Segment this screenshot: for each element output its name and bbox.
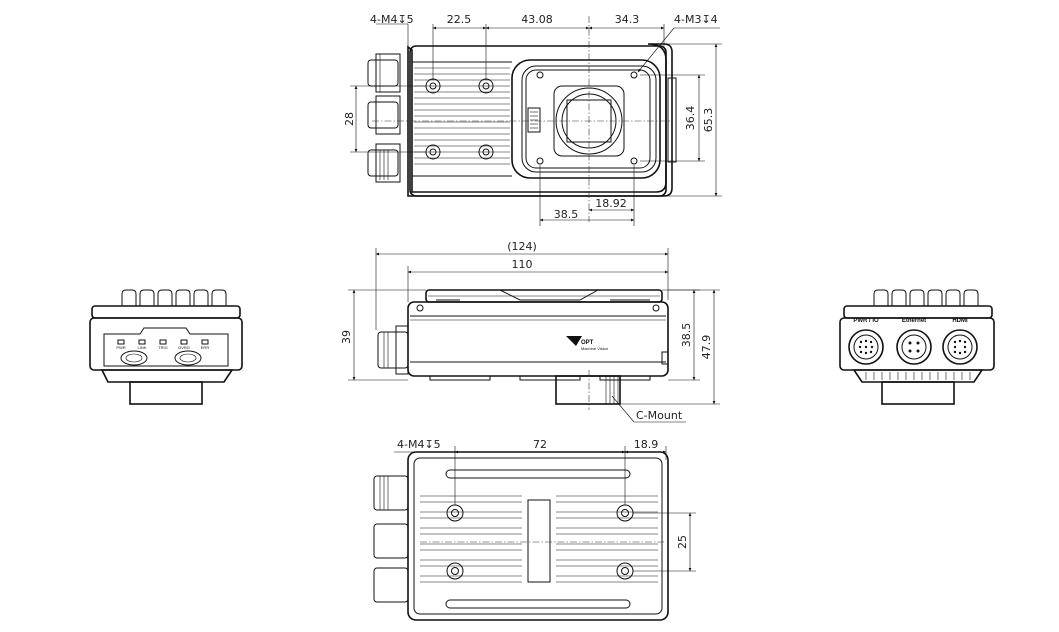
dim-25: 25	[676, 535, 689, 549]
logo-sub: Machine Vision	[581, 346, 608, 351]
dim-18-92: 18.92	[595, 197, 627, 210]
top-view-dimensions: 22.5 43.08 34.3 4-M4↧5 4-M3↧4 28 36.4	[343, 13, 722, 226]
dim-36-4: 36.4	[684, 106, 697, 131]
dim-39: 39	[340, 330, 353, 344]
hole-callout-m3-top: 4-M3↧4	[674, 13, 718, 26]
port-label-pwr-io: PWR / IO	[853, 318, 879, 324]
dim-110: 110	[512, 258, 533, 271]
dim-38-5-top: 38.5	[554, 208, 579, 221]
front-view: PWR / IO Ethernet HDMI	[839, 289, 995, 405]
dim-34-3: 34.3	[615, 13, 640, 26]
top-view-body	[407, 43, 673, 197]
port-hdmi	[942, 329, 978, 365]
port-label-hdmi: HDMI	[952, 318, 968, 324]
dim-43-08: 43.08	[521, 13, 553, 26]
opt-logo: OPT Machine Vision	[566, 336, 608, 351]
dim-38-5-side: 38.5	[680, 323, 693, 348]
hole-callout-m4-top: 4-M4↧5	[370, 13, 414, 26]
top-view-front-plate	[511, 59, 661, 179]
dim-124: (124)	[507, 240, 537, 253]
rear-leds: PWR LINK TRIG OVRG ERR	[116, 339, 210, 350]
top-view: 22.5 43.08 34.3 4-M4↧5 4-M3↧4 28 36.4	[343, 13, 722, 226]
c-mount-ring	[555, 375, 621, 405]
dim-72: 72	[533, 438, 547, 451]
side-view-body	[407, 301, 669, 377]
led-label-err: ERR	[201, 345, 210, 350]
dim-18-9: 18.9	[634, 438, 659, 451]
led-label-ovrg: OVRG	[178, 345, 190, 350]
logo-brand: OPT	[581, 340, 594, 346]
top-view-fins	[412, 61, 512, 177]
side-view-dimensions: (124) 110 39 38.5 47.9 C-Mount	[340, 240, 720, 423]
top-view-connectors	[367, 53, 401, 183]
port-pwr-io	[848, 329, 884, 365]
led-label-pwr: PWR	[116, 345, 125, 350]
dim-28: 28	[343, 112, 356, 126]
dim-22-5: 22.5	[447, 13, 472, 26]
hole-callout-m4-bottom: 4-M4↧5	[397, 438, 441, 451]
bottom-view: 72 18.9 4-M4↧5 25	[373, 438, 696, 621]
bottom-view-dimensions: 72 18.9 4-M4↧5 25	[394, 438, 696, 572]
dim-47-9: 47.9	[700, 335, 713, 360]
port-ethernet	[896, 329, 932, 365]
port-label-ethernet: Ethernet	[902, 318, 926, 324]
led-label-link: LINK	[138, 345, 147, 350]
rear-view: PWR LINK TRIG OVRG ERR	[89, 289, 243, 405]
side-view: OPT Machine Vision (124) 110	[340, 240, 720, 423]
led-label-trig: TRIG	[158, 345, 168, 350]
dim-65-3: 65.3	[702, 108, 715, 133]
c-mount-label: C-Mount	[636, 409, 683, 422]
top-view-m4-holes	[425, 78, 494, 160]
